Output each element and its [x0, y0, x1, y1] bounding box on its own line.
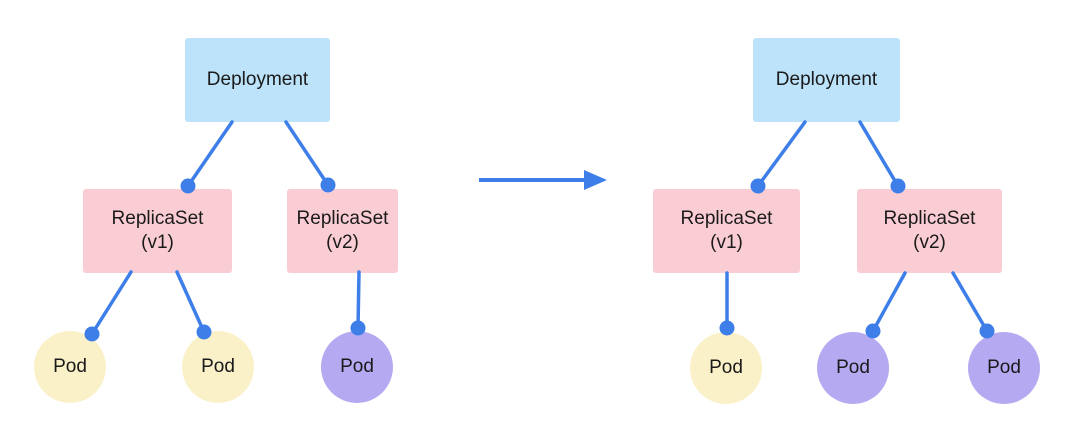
replicaset-v1-node: ReplicaSet (v1) [653, 189, 800, 273]
pod-label: Pod [340, 356, 374, 377]
replicaset-v2-node: ReplicaSet (v2) [857, 189, 1002, 273]
replicaset-label: ReplicaSet [883, 208, 976, 229]
pod-label: Pod [836, 357, 870, 378]
replicaset-version-label: (v2) [913, 232, 946, 253]
pod-label: Pod [201, 356, 235, 377]
connector-line [175, 270, 206, 334]
arrow-right-icon [479, 170, 607, 190]
replicaset-version-label: (v1) [710, 232, 743, 253]
pod-label: Pod [53, 356, 87, 377]
replicaset-version-label: (v2) [326, 232, 359, 253]
pod-node: Pod [968, 332, 1040, 404]
connector-line [90, 270, 133, 336]
pod-label: Pod [709, 357, 743, 378]
deployment-node: Deployment [185, 38, 330, 122]
pod-node: Pod [182, 331, 254, 403]
deployment-label: Deployment [206, 69, 309, 90]
connector-line [186, 120, 234, 188]
connector-line [871, 271, 907, 333]
pod-node: Pod [817, 332, 889, 404]
connector-line [356, 270, 361, 330]
deployment-label: Deployment [775, 69, 878, 90]
replicaset-label: ReplicaSet [680, 208, 773, 229]
replicaset-version-label: (v1) [141, 232, 174, 253]
pod-node: Pod [321, 331, 393, 403]
connector-line [756, 120, 807, 188]
replicaset-label: ReplicaSet [111, 208, 204, 229]
arrow-head [584, 170, 607, 190]
pod-label: Pod [987, 357, 1021, 378]
replicaset-v1-node: ReplicaSet (v1) [83, 189, 232, 273]
deployment-node: Deployment [753, 38, 900, 122]
connector-line [858, 120, 900, 188]
replicaset-v2-node: ReplicaSet (v2) [287, 189, 398, 273]
pod-node: Pod [34, 331, 106, 403]
connector-line [951, 271, 989, 333]
replicaset-label: ReplicaSet [296, 208, 389, 229]
connector-line [284, 120, 330, 187]
pod-node: Pod [690, 332, 762, 404]
